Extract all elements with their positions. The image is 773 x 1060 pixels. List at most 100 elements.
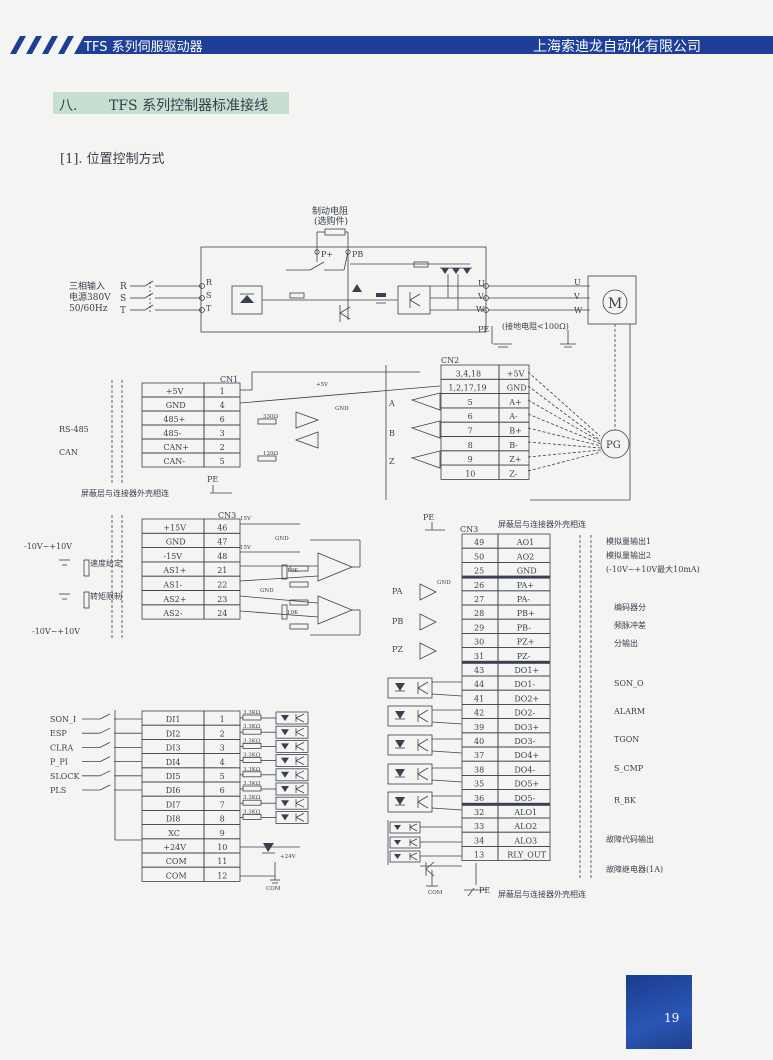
output-diodes (440, 267, 472, 274)
cn1-row-name: CAN- (163, 457, 185, 466)
line-receiver-a (410, 392, 441, 411)
do-desc-2: ALARM (613, 707, 645, 716)
di-resistor (242, 771, 262, 778)
di-resistor (242, 757, 262, 763)
pg-label: PG (606, 440, 621, 451)
cn1-row-name: +5V (166, 387, 184, 396)
cn3-out-pin: 40 (474, 737, 484, 746)
cn3-out-name: ALO1 (513, 808, 537, 817)
analog-desc-2: 模拟量输出2 (606, 550, 651, 560)
cn2-row-pin: 8 (468, 441, 473, 450)
analog-desc-3: (-10V~+10V最大10mA) (606, 564, 700, 574)
cn3-out-pin: 44 (474, 680, 484, 689)
cn3-analog-row-cell-b (203, 604, 241, 620)
cn3-out-name: ALO2 (513, 822, 537, 831)
di-row-pin: 5 (220, 772, 225, 781)
pulse-gnd: GND (437, 580, 451, 586)
cn2-row-name: +5V (507, 369, 525, 378)
pulse-desc-3: 分输出 (614, 638, 638, 648)
cn3-out-name: DO4+ (514, 751, 539, 760)
speed-ref-label: 速度给定 (90, 558, 122, 568)
di-row-pin: 12 (217, 871, 227, 880)
di-resistor-label: 3.3KΩ (243, 738, 261, 744)
di-input-esp: ESP (50, 729, 67, 738)
drive-out-w: W (476, 305, 485, 314)
di-row-pin: 1 (220, 715, 225, 724)
cn3-out-pin: 13 (474, 851, 484, 860)
di-resistor (242, 785, 262, 792)
cn3-out-pin: 36 (474, 794, 484, 803)
alarm-opto (389, 850, 421, 863)
flyback-diode (263, 843, 274, 852)
terminal-u (483, 283, 489, 289)
alarm-desc: 故障代码输出 (606, 834, 654, 844)
cn3-analog-row-pin: 48 (217, 552, 227, 561)
cn3-out-name: DO4- (514, 765, 535, 774)
do-opto (387, 705, 433, 727)
di-row-pin: 11 (217, 857, 227, 866)
speed-pot (83, 559, 90, 577)
cn3-out-pin: 50 (474, 552, 484, 561)
di-row-name: DI7 (166, 800, 181, 809)
di-row-pin: 9 (220, 829, 225, 838)
di-resistor (242, 814, 262, 820)
di-resistor-label: 3.3KΩ (243, 724, 261, 730)
cn3-out-pin: 28 (474, 609, 484, 618)
di-row-pin: 7 (220, 800, 225, 809)
cn3-out-name: ALO3 (513, 836, 537, 845)
analog-r10k-2: 10K (287, 610, 299, 616)
cn2-row-pin: 7 (468, 427, 473, 436)
di-resistor-label: 3.3KΩ (243, 753, 261, 759)
alarm-opto (389, 821, 421, 834)
power-pe-label: PE (478, 325, 489, 334)
cn3-out-name: PA- (517, 595, 530, 604)
di-24v-label: +24V (280, 854, 297, 860)
do-desc-1: SON_O (614, 679, 644, 688)
do-opto (387, 734, 433, 756)
abz-a: A (388, 399, 395, 408)
cn3-out-pin: 39 (474, 723, 484, 732)
cn3-out-pin: 33 (474, 822, 484, 831)
drive-in-r: R (206, 278, 213, 287)
cn3-out-name: DO1+ (514, 666, 539, 675)
cn3-analog-row-name: AS2- (162, 609, 182, 618)
input-breaker (130, 280, 202, 312)
di-row-pin: 4 (220, 758, 225, 767)
di-row-name: DI1 (166, 715, 181, 724)
cn3-out-pin: 25 (474, 567, 484, 576)
input-pin-t: T (120, 306, 126, 316)
input-pin-r: R (120, 282, 127, 292)
di-resistor-label: 3.3KΩ (243, 809, 261, 815)
cn2-row-pin: 3,4,18 (456, 369, 481, 378)
terminal-t (199, 307, 205, 313)
di-row-name: +24V (163, 843, 186, 852)
cn3-out-name: DO2+ (514, 694, 539, 703)
cn2-row-name: B+ (509, 427, 522, 436)
cn1-plus5: +5V (316, 382, 329, 388)
pb-label: PB (352, 250, 363, 259)
di-resistor (242, 799, 262, 806)
cn2-shield-note: 屏蔽层与连接器外壳相连 (498, 519, 586, 529)
cn3-analog-row-name: AS1+ (162, 566, 186, 575)
can-label: CAN (59, 448, 78, 457)
pulse-driver-pa (419, 583, 437, 601)
cn1-transceiver1 (295, 411, 320, 429)
di-input-son_i: SON_I (50, 715, 76, 724)
input-line2: 电源380V (69, 291, 111, 303)
pulse-driver-pz (419, 642, 437, 660)
drive-in-t: T (206, 304, 212, 313)
section-heading: TFS 系列控制器标准接线 (109, 98, 269, 114)
cn3-analog-row-pin: 22 (217, 581, 227, 590)
di-row-pin: 6 (220, 786, 225, 795)
cn3-out-name: DO2- (514, 709, 535, 718)
cn1-row-pin: 4 (220, 401, 225, 410)
cn2-row-cell-b (498, 464, 530, 480)
cn3-analog-row-pin: 24 (217, 609, 227, 618)
brake-resistor (324, 228, 346, 236)
cn3-out-name: DO5- (514, 794, 535, 803)
cn2-to-pg-wires (527, 371, 602, 472)
torque-pot (83, 591, 90, 609)
di-row-name: DI8 (166, 815, 181, 824)
